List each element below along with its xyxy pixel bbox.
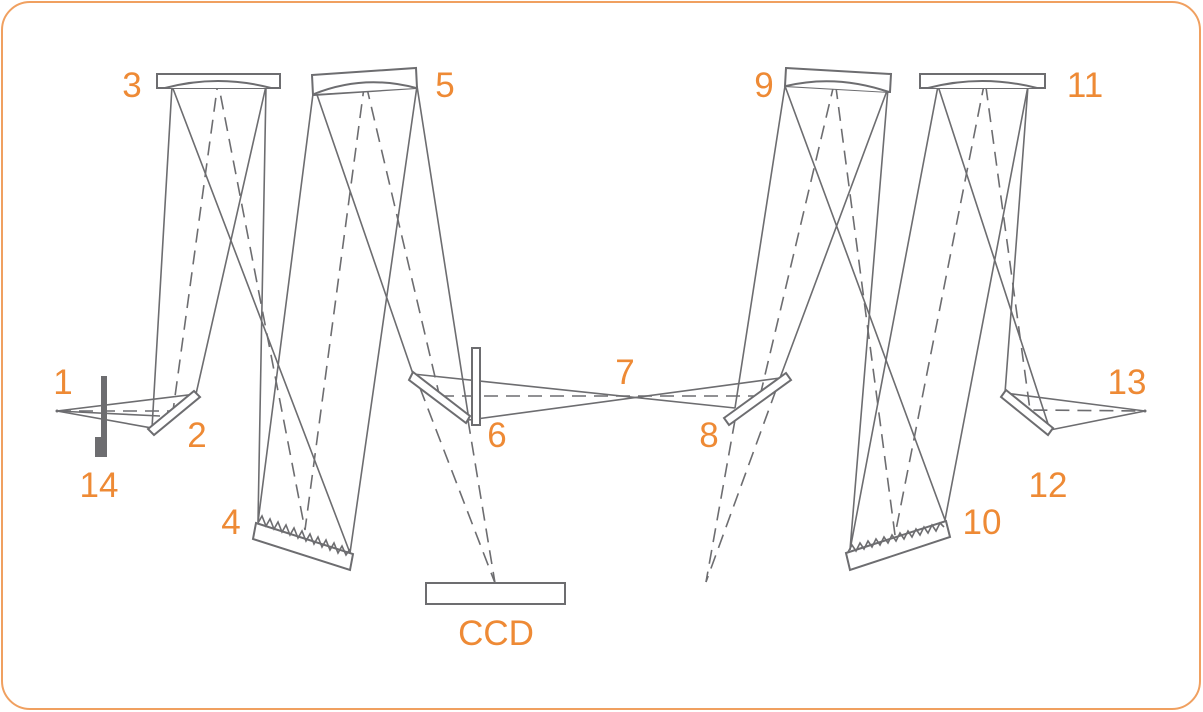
rays-right xyxy=(705,79,1146,583)
label-14: 14 xyxy=(80,466,119,505)
label-10: 10 xyxy=(963,503,1002,542)
label-3: 3 xyxy=(122,66,141,105)
label-13: 13 xyxy=(1108,363,1147,402)
label-4: 4 xyxy=(221,503,240,542)
mirror-8 xyxy=(722,371,793,427)
mirror-12 xyxy=(999,388,1055,437)
label-ccd: CCD xyxy=(458,614,534,653)
slit-6 xyxy=(471,347,481,426)
mirror-9 xyxy=(783,66,893,94)
mirror-6 xyxy=(407,370,472,425)
label-5: 5 xyxy=(435,66,454,105)
mirror-5 xyxy=(310,66,419,97)
label-2: 2 xyxy=(187,416,206,455)
ccd-detector xyxy=(425,582,566,605)
label-1: 1 xyxy=(53,363,72,402)
mirror-2 xyxy=(146,389,202,437)
label-8: 8 xyxy=(699,416,718,455)
grating-10 xyxy=(844,519,952,572)
rays-left xyxy=(56,79,781,584)
label-11: 11 xyxy=(1067,66,1103,105)
source-point-1 xyxy=(55,409,59,413)
entrance-slit-14 xyxy=(95,376,107,457)
label-7: 7 xyxy=(615,353,634,392)
label-12: 12 xyxy=(1029,466,1068,505)
label-6: 6 xyxy=(487,416,506,455)
label-9: 9 xyxy=(754,66,773,105)
grating-4 xyxy=(251,514,355,572)
mirror-11 xyxy=(919,73,1046,89)
exit-point-13 xyxy=(1143,409,1147,413)
mirror-3 xyxy=(156,73,281,89)
